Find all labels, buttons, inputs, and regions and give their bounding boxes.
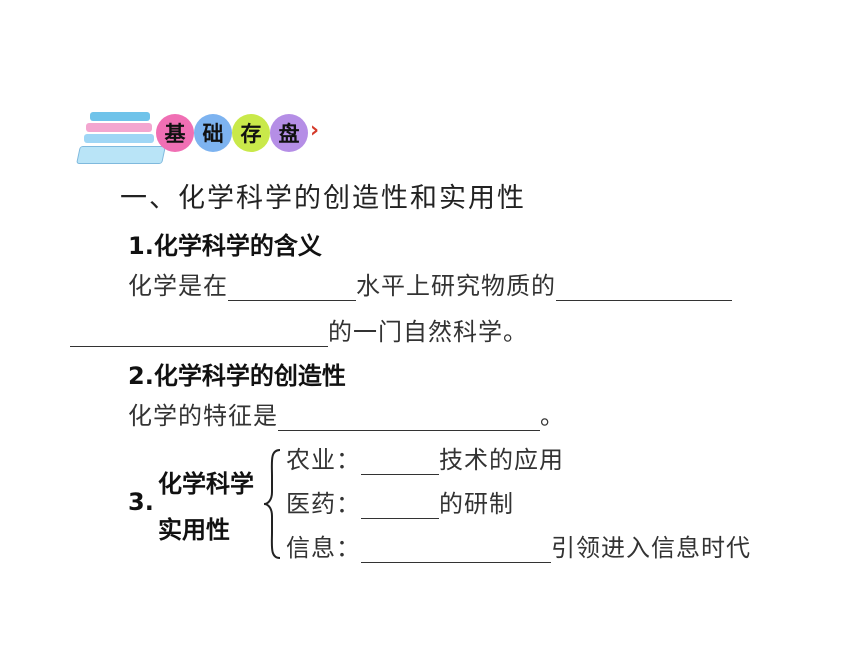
item1-heading: 1.化学科学的含义 <box>128 232 322 260</box>
blank-content-2 <box>70 320 328 347</box>
row2-suffix: 的研制 <box>439 490 514 518</box>
section-title: 一、化学科学的创造性和实用性 <box>120 183 526 214</box>
item3-row-medicine: 医药： 的研制 <box>286 484 514 519</box>
blank-feature <box>278 404 540 431</box>
row1-prefix: 农业： <box>286 446 361 474</box>
row3-prefix: 信息： <box>286 534 361 562</box>
item1-line1: 化学是在 水平上研究物质的 <box>128 266 732 301</box>
chevron-right-icon: › <box>310 118 320 143</box>
row3-suffix: 引领进入信息时代 <box>551 534 751 562</box>
item1-text-a: 化学是在 <box>128 272 228 300</box>
item1-line2: 的一门自然科学。 <box>70 312 528 347</box>
banner-char-2: 础 <box>194 114 232 152</box>
section-banner: 基 础 存 盘 › <box>76 108 338 168</box>
book-stack-icon <box>76 108 178 168</box>
item3-number: 3. <box>128 488 154 516</box>
blank-information <box>361 536 551 563</box>
row1-suffix: 技术的应用 <box>439 446 564 474</box>
item2-text-end: 。 <box>540 402 565 430</box>
item3-label-2: 实用性 <box>158 516 230 544</box>
blank-medicine <box>361 492 439 519</box>
banner-char-1: 基 <box>156 114 194 152</box>
banner-char-4: 盘 <box>270 114 308 152</box>
item3-label-1: 化学科学 <box>158 470 254 498</box>
item2-text-a: 化学的特征是 <box>128 402 278 430</box>
banner-char-3: 存 <box>232 114 270 152</box>
item2-heading: 2.化学科学的创造性 <box>128 362 346 390</box>
blank-agriculture <box>361 448 439 475</box>
blank-content-1 <box>556 274 732 301</box>
item2-line: 化学的特征是 。 <box>128 396 565 431</box>
blank-level <box>228 274 356 301</box>
item1-text-end: 的一门自然科学。 <box>328 318 528 346</box>
item1-text-b: 水平上研究物质的 <box>356 272 556 300</box>
curly-brace <box>263 449 281 559</box>
row2-prefix: 医药： <box>286 490 361 518</box>
item3-row-agriculture: 农业： 技术的应用 <box>286 440 564 475</box>
item3-row-information: 信息： 引领进入信息时代 <box>286 528 751 563</box>
